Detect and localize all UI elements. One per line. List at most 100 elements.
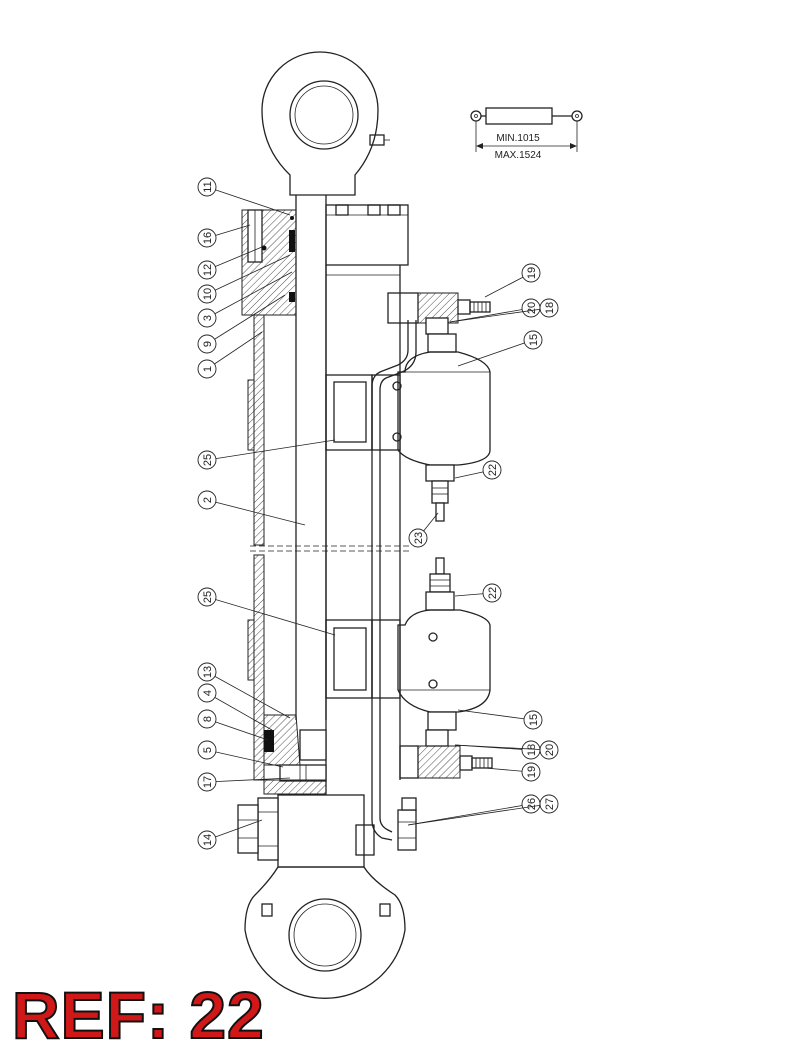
piston-rod <box>295 195 327 720</box>
callout-number: 3 <box>202 315 214 321</box>
callout-13: 13 <box>197 662 291 719</box>
callout-11: 11 <box>197 177 291 216</box>
callout-number: 19 <box>526 267 538 279</box>
callout-19: 19 <box>484 263 541 298</box>
callout-number: 15 <box>528 714 540 726</box>
callout-bubble <box>197 683 217 703</box>
callout-number: 9 <box>202 341 214 347</box>
callout-bubble <box>523 710 543 730</box>
callout-number: 1 <box>202 366 214 372</box>
callout-bubble <box>197 228 217 248</box>
callout-10: 10 <box>197 254 291 304</box>
callout-number: 19 <box>526 766 538 778</box>
callout-number: 22 <box>487 587 499 599</box>
callout-27: 27 <box>407 794 559 826</box>
gland-head <box>241 204 409 316</box>
callout-number: 8 <box>202 716 214 722</box>
callout-leader <box>206 671 291 719</box>
callout-25: 25 <box>197 587 336 636</box>
callout-22: 22 <box>454 460 502 480</box>
callout-8: 8 <box>197 709 269 741</box>
callout-leader <box>449 307 532 323</box>
callout-leader <box>457 709 534 721</box>
callout-26: 26 <box>407 794 541 826</box>
callout-number: 25 <box>202 454 214 466</box>
callout-leader <box>206 294 286 345</box>
piston-section <box>263 714 327 795</box>
callout-bubble <box>539 794 559 814</box>
callout-bubble <box>197 359 217 379</box>
callout-bubble <box>408 528 428 548</box>
callout-12: 12 <box>197 246 263 280</box>
accumulator-clamps <box>325 374 401 699</box>
hydraulic-pipe <box>371 320 417 841</box>
callout-leader <box>206 271 293 319</box>
callout-number: 20 <box>526 302 538 314</box>
callout-2: 2 <box>197 490 306 526</box>
callout-bubble <box>539 740 559 760</box>
callout-bubble <box>197 284 217 304</box>
callout-leader <box>206 186 291 216</box>
callout-number: 26 <box>526 798 538 810</box>
base-cap <box>237 794 417 868</box>
callout-5: 5 <box>197 740 284 768</box>
callout-leader <box>206 819 263 841</box>
callout-number: 16 <box>202 232 214 244</box>
callout-19: 19 <box>484 762 541 782</box>
callout-bubble <box>521 762 541 782</box>
reference-label: REF: 22 <box>11 978 265 1052</box>
callout-leader <box>206 246 263 271</box>
callout-leader <box>407 803 532 826</box>
callout-14: 14 <box>197 819 263 850</box>
callout-leader <box>206 749 284 768</box>
callout-number: 20 <box>544 744 556 756</box>
callout-leader <box>206 499 306 526</box>
callout-leader <box>454 744 550 751</box>
callout-bubble <box>197 490 217 510</box>
callout-number: 25 <box>202 591 214 603</box>
callout-bubble <box>197 334 217 354</box>
callout-leader <box>457 339 534 367</box>
callout-leader <box>206 692 273 731</box>
callout-number: 23 <box>413 532 425 544</box>
top-rod-eye <box>261 51 390 196</box>
callout-17: 17 <box>197 772 291 792</box>
callout-bubble <box>197 830 217 850</box>
callout-number: 14 <box>202 834 214 846</box>
callout-bubble <box>197 662 217 682</box>
callout-bubble <box>197 772 217 792</box>
callout-bubble <box>539 298 559 318</box>
max-length-label: MAX.1524 <box>495 150 542 161</box>
callout-bubble <box>197 740 217 760</box>
callout-20: 20 <box>454 740 559 760</box>
bottom-clevis-eye <box>244 866 406 999</box>
callout-leader <box>206 596 336 636</box>
callout-15: 15 <box>457 330 543 367</box>
callout-3: 3 <box>197 271 293 328</box>
callout-bubble <box>197 260 217 280</box>
callout-number: 18 <box>544 302 556 314</box>
callout-bubble <box>482 460 502 480</box>
callout-1: 1 <box>197 331 263 379</box>
callout-4: 4 <box>197 683 273 731</box>
callout-number: 5 <box>202 747 214 753</box>
callout-number: 27 <box>544 798 556 810</box>
callout-bubble <box>197 587 217 607</box>
callout-number: 13 <box>202 666 214 678</box>
callout-leader <box>206 331 263 370</box>
cylinder-barrel <box>247 265 410 795</box>
callout-number: 18 <box>526 744 538 756</box>
callout-leader <box>449 307 550 323</box>
callout-number: 22 <box>487 464 499 476</box>
callout-bubble <box>197 709 217 729</box>
min-length-label: MIN.1015 <box>496 133 540 144</box>
callout-number: 15 <box>528 334 540 346</box>
callout-16: 16 <box>197 224 251 248</box>
callout-18: 18 <box>449 298 559 323</box>
lower-accumulator <box>397 557 493 779</box>
callout-15: 15 <box>457 709 543 730</box>
callout-23: 23 <box>408 512 439 548</box>
callout-leader <box>407 803 550 826</box>
